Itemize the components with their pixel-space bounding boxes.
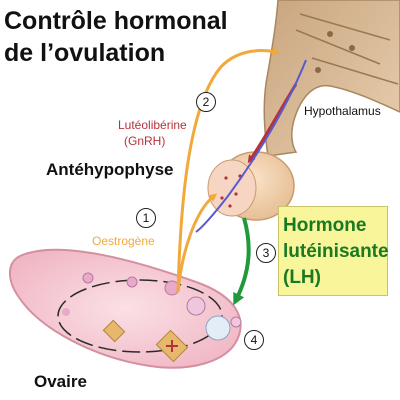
step-badge-1: 1 <box>136 208 156 228</box>
lh-line-1: Hormone <box>283 215 367 236</box>
title-line-1: Contrôle hormonal <box>4 7 228 35</box>
hypothalamus-shape <box>263 0 400 157</box>
ovary-shape <box>9 248 242 369</box>
lh-arrow <box>233 217 251 306</box>
neural-line <box>195 59 307 233</box>
title-line-2: de l’ovulation <box>4 39 166 67</box>
label-hypothalamus: Hypothalamus <box>304 104 381 118</box>
step-badge-4: 4 <box>244 330 264 350</box>
lh-line-3: (LH) <box>283 267 321 288</box>
lh-line-2: lutéinisante <box>283 241 389 262</box>
oestrogen-arrow-2 <box>176 193 218 293</box>
lh-label-box: Hormone lutéinisante (LH) <box>278 206 389 296</box>
label-ovaire: Ovaire <box>34 372 87 391</box>
step-badge-2: 2 <box>196 92 216 112</box>
step-badge-3: 3 <box>256 243 276 263</box>
label-luteoliberine: Lutéolibérine <box>118 118 187 132</box>
label-antehypophyse: Antéhypophyse <box>46 160 174 179</box>
label-oestrogene: Oestrogène <box>92 234 155 248</box>
label-gnrh: (GnRH) <box>124 134 166 148</box>
